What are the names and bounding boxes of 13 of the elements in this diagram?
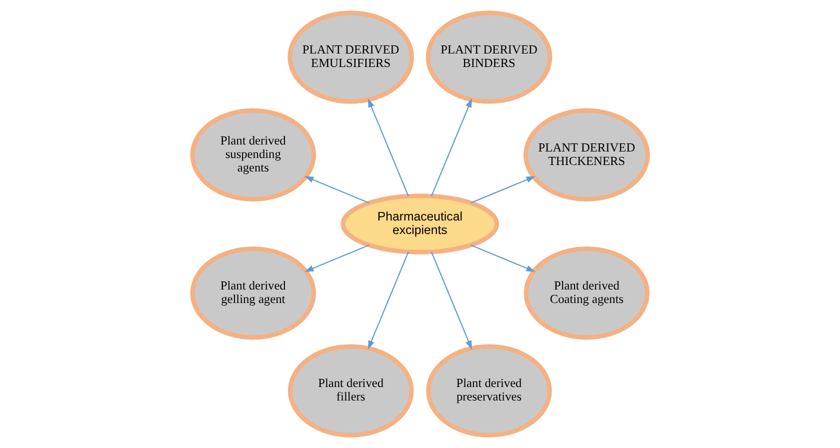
arrow	[430, 98, 472, 196]
arrow	[368, 252, 409, 350]
node-ellipse: PLANT DERIVED BINDERS	[426, 10, 552, 104]
arrow	[470, 244, 536, 272]
node-ellipse: Pharmaceutical excipients	[340, 194, 500, 254]
node-ellipse: Plant derived preservatives	[426, 344, 552, 438]
arrow	[470, 176, 536, 204]
node-ellipse: Plant derived fillers	[288, 344, 414, 438]
arrow	[368, 98, 409, 196]
arrow	[304, 176, 370, 204]
node-ellipse: PLANT DERIVED EMULSIFIERS	[288, 10, 414, 104]
arrow	[304, 244, 370, 272]
arrow	[430, 252, 472, 350]
